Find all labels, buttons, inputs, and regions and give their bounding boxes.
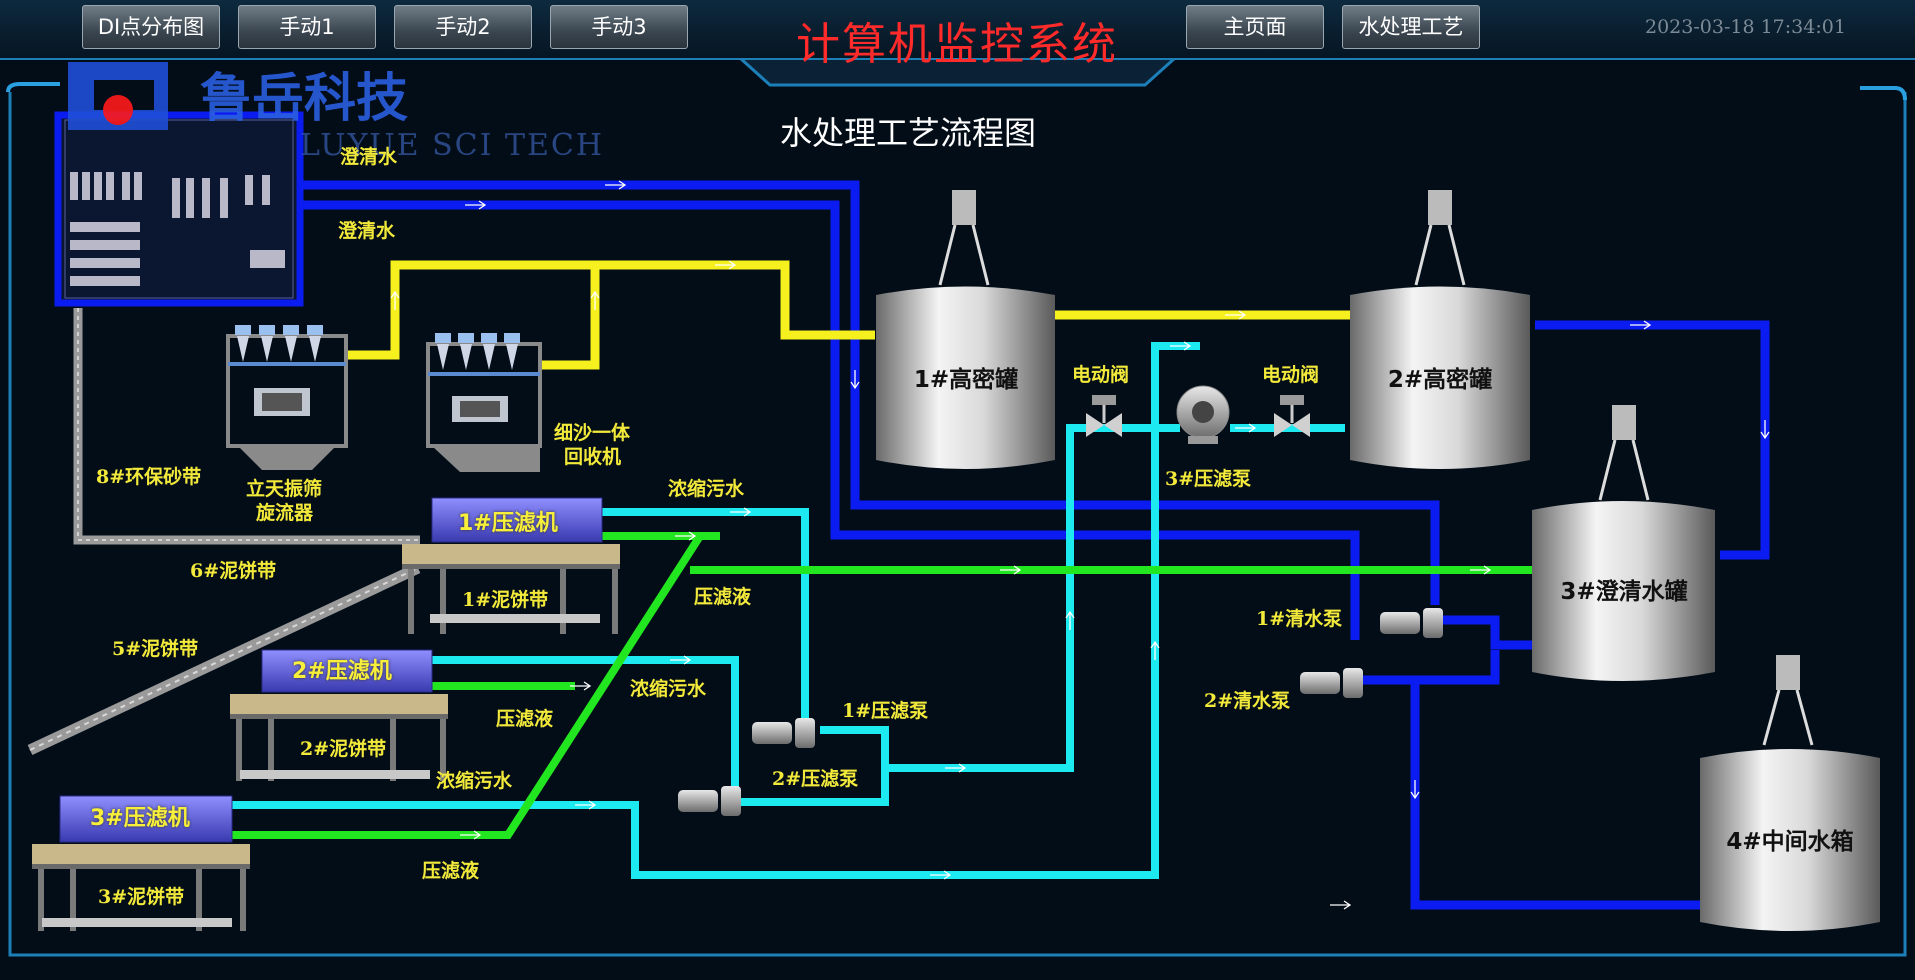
cyclone-label: 旋流器 <box>256 502 314 524</box>
logo-mark <box>68 62 168 130</box>
sand-belt-8-label: 8#环保砂带 <box>96 466 202 488</box>
tank-3-graphic <box>1532 405 1715 681</box>
filter-pump-3-label: 3#压滤泵 <box>1165 468 1252 490</box>
vibrating-screen-label: 立天振筛 <box>246 478 323 500</box>
tank-2-graphic <box>1350 190 1530 469</box>
fine-sand-recovery <box>426 333 542 472</box>
flow-arrows <box>390 180 1770 910</box>
tank-4-label: 4#中间水箱 <box>1726 829 1854 855</box>
motor-valve-2-label: 电动阀 <box>1262 364 1320 386</box>
tank-1-label: 1#高密罐 <box>913 367 1019 393</box>
nav-water-process-button[interactable]: 水处理工艺 <box>1342 5 1480 49</box>
sand-belt-8 <box>73 308 420 545</box>
filter-press-2-graphic <box>230 649 448 781</box>
clear-pump-1-graphic[interactable] <box>1380 608 1443 638</box>
clear-water-label-1: 澄清水 <box>340 146 398 168</box>
cake-belt-6-label: 6#泥饼带 <box>190 560 277 582</box>
cake-belt-2-label: 2#泥饼带 <box>300 738 387 760</box>
cake-belt-1-label: 1#泥饼带 <box>462 589 549 611</box>
fine-sand-label: 细沙一体 <box>554 422 631 444</box>
sludge-label-1: 浓缩污水 <box>668 478 745 500</box>
filter-press-1-label: 1#压滤机 <box>458 511 558 536</box>
motor-valve-1[interactable] <box>1086 395 1122 437</box>
tank-1-graphic <box>876 190 1055 469</box>
logo-name: 鲁岳科技 <box>200 68 409 129</box>
filter-pump-1-label: 1#压滤泵 <box>842 700 929 722</box>
nav-manual1-button[interactable]: 手动1 <box>238 5 376 49</box>
clear-pump-1-label: 1#清水泵 <box>1256 608 1343 630</box>
nav-manual3-button[interactable]: 手动3 <box>550 5 688 49</box>
sludge-pipes <box>232 342 1345 879</box>
tank-3-label: 3#澄清水罐 <box>1560 579 1688 605</box>
frame-border <box>8 92 1907 957</box>
filter-press-3-label: 3#压滤机 <box>90 806 190 831</box>
filter-pump-2-graphic[interactable] <box>678 786 741 816</box>
title-notch <box>738 56 1177 87</box>
vibrating-screen <box>226 325 348 470</box>
filtrate-label-2: 压滤液 <box>496 708 554 730</box>
nav-manual2-button[interactable]: 手动2 <box>394 5 532 49</box>
clear-pump-2-label: 2#清水泵 <box>1204 690 1291 712</box>
tank-4-graphic <box>1700 655 1880 931</box>
control-cabinet <box>54 111 304 307</box>
filter-press-3-graphic <box>32 795 250 931</box>
filter-pump-3-graphic[interactable] <box>1176 385 1230 444</box>
cake-belt-5-label: 5#泥饼带 <box>112 638 199 660</box>
page-title: 水处理工艺流程图 <box>780 114 1037 152</box>
cake-belt-5 <box>27 563 421 755</box>
filter-pump-1-graphic[interactable] <box>752 718 815 748</box>
sludge-label-2: 浓缩污水 <box>630 678 707 700</box>
motor-valve-2[interactable] <box>1274 395 1310 437</box>
nav-home-button[interactable]: 主页面 <box>1186 5 1324 49</box>
filter-press-1-graphic <box>402 497 620 634</box>
logo-subtitle: LUYUE SCI TECH <box>300 128 605 163</box>
filtrate-pipes <box>232 532 1535 839</box>
system-title-box: 计算机监控系统 <box>762 0 1152 80</box>
clear-pump-2-graphic[interactable] <box>1300 668 1363 698</box>
tank-2-label: 2#高密罐 <box>1387 367 1493 393</box>
sludge-label-3: 浓缩污水 <box>436 770 513 792</box>
cake-belt-3-label: 3#泥饼带 <box>98 886 185 908</box>
clear-water-pipes <box>300 180 1770 910</box>
filter-press-2-label: 2#压滤机 <box>292 659 392 684</box>
filtrate-label-1: 压滤液 <box>694 586 752 608</box>
system-title: 计算机监控系统 <box>796 19 1118 70</box>
clear-water-label-2: 澄清水 <box>338 220 396 242</box>
filter-pump-2-label: 2#压滤泵 <box>772 768 859 790</box>
nav-di-distribution-button[interactable]: DI点分布图 <box>82 5 220 49</box>
motor-valve-1-label: 电动阀 <box>1072 364 1130 386</box>
fine-sand-label-2: 回收机 <box>564 446 622 468</box>
filtrate-label-3: 压滤液 <box>422 860 480 882</box>
datetime-readout: 2023-03-18 17:34:01 <box>1645 16 1846 38</box>
